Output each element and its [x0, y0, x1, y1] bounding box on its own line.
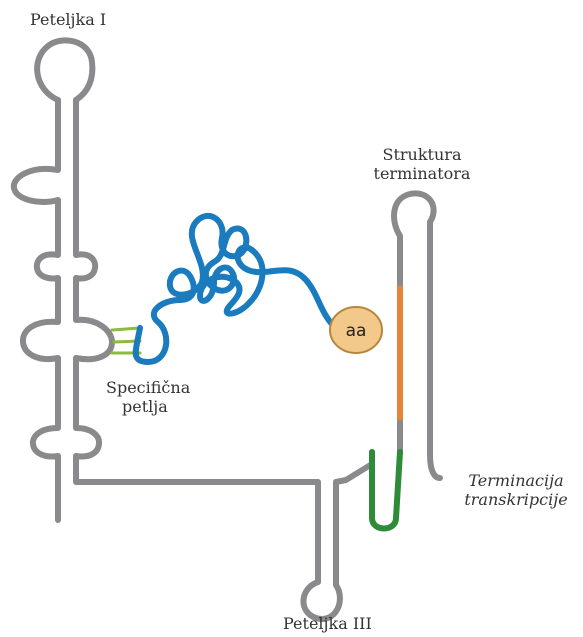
- rna-strand: [10, 37, 443, 622]
- terminator-structure-line-2: terminatora: [373, 164, 471, 183]
- stem-1-left-strand: [10, 97, 61, 523]
- terminator-structure-label: Struktura terminatora: [372, 145, 472, 183]
- specific-loop-line-2: petlja: [122, 397, 168, 416]
- amino-acid: aa: [329, 306, 383, 354]
- amino-acid-label: aa: [346, 321, 367, 341]
- terminator-structure-line-1: Struktura: [382, 145, 462, 164]
- transcription-termination-line-1: Terminacija: [468, 471, 564, 490]
- trna-chain: [132, 213, 343, 365]
- specific-loop-line-1: Specifična: [106, 378, 191, 397]
- stem-1-loop: [34, 37, 96, 103]
- specific-loop-label: Specifična petlja: [106, 378, 190, 416]
- transcription-termination-line-2: transkripcije: [464, 490, 568, 509]
- stem-loop-3-label: Peteljka III: [283, 614, 372, 633]
- stem-1-right-strand: [73, 97, 321, 585]
- antiterminator-segment: [369, 449, 403, 532]
- transcription-termination-label: Terminacija transkripcije: [452, 471, 580, 509]
- stem-loop-1-label: Peteljka I: [30, 10, 107, 29]
- amino-acid-bubble: [329, 306, 383, 354]
- stem-3: [300, 449, 375, 622]
- terminator-hairpin-stem-top: [391, 190, 443, 481]
